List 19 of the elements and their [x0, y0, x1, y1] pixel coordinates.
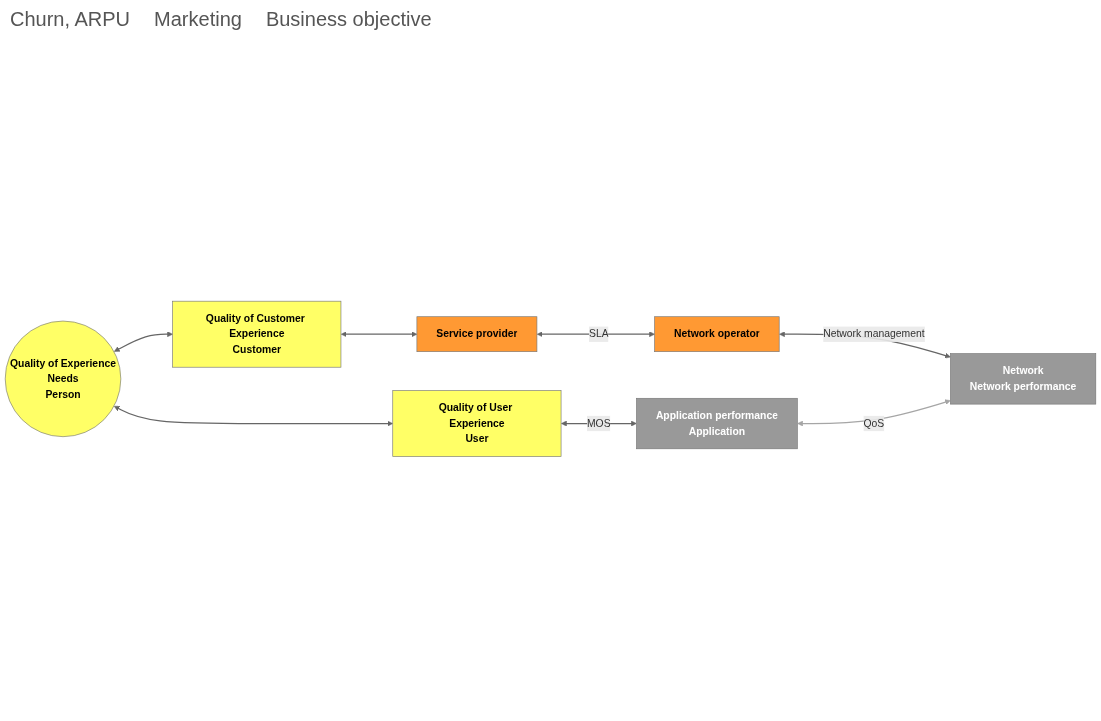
node-box: Service provider — [416, 316, 538, 353]
arrow — [797, 399, 951, 427]
arrow — [114, 406, 393, 427]
node-box: Application performance Application — [636, 398, 798, 450]
edge-label: Network management — [823, 328, 925, 340]
edge-label: SLA — [588, 328, 609, 340]
arrow — [536, 331, 655, 338]
edge-label: MOS — [586, 417, 611, 429]
edge-label: QoS — [863, 417, 885, 429]
node-box: Quality of User Experience User — [392, 390, 562, 457]
arrow — [114, 331, 173, 352]
arrow — [340, 331, 418, 338]
note-text: Marketing — [154, 8, 242, 31]
node-box: Network Network performance — [950, 353, 1097, 405]
node-box: Network operator — [654, 316, 780, 353]
note-text: Business objective — [265, 8, 432, 31]
node-box: Quality of Customer Experience Customer — [172, 300, 342, 368]
note-text: Churn, ARPU — [10, 8, 131, 31]
node-circle: Quality of Experience Needs Person — [4, 320, 122, 438]
